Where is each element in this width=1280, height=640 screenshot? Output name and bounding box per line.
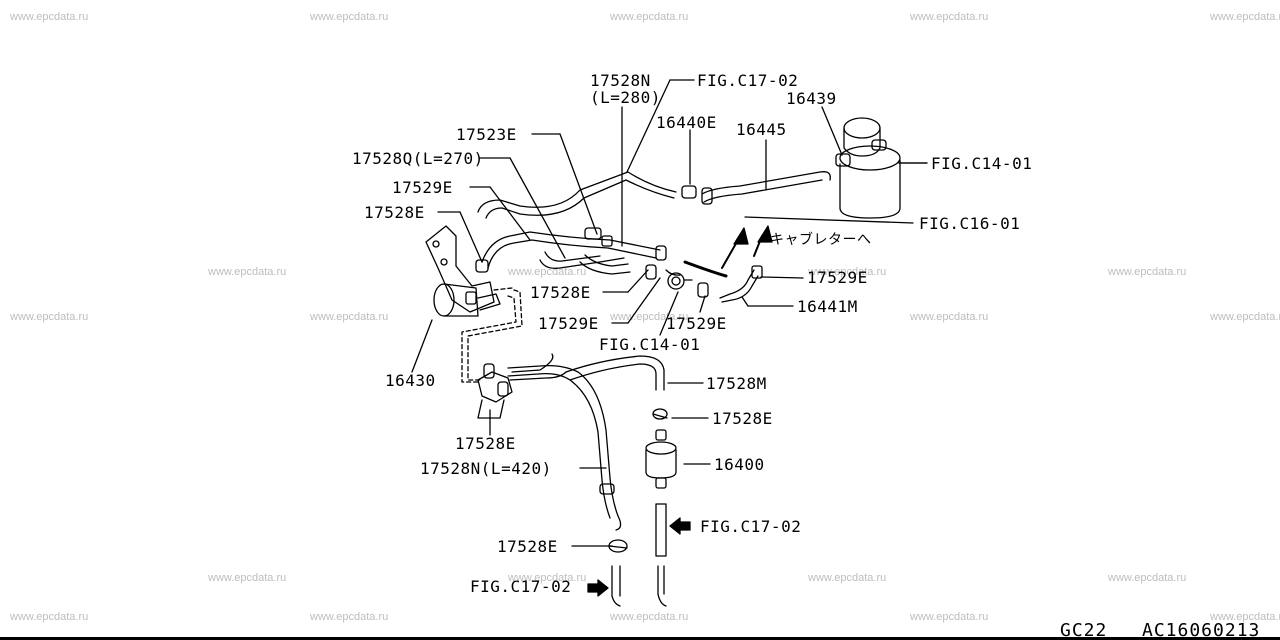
bottom-rule: [0, 637, 1280, 640]
canister: [835, 117, 928, 219]
watermark: www.epcdata.ru: [1210, 611, 1280, 623]
part-label-17528E[interactable]: 17528E: [712, 409, 773, 428]
watermark: www.epcdata.ru: [10, 611, 89, 623]
part-label-17529E[interactable]: 17529E: [666, 314, 727, 333]
watermark: www.epcdata.ru: [1108, 266, 1187, 278]
watermark: www.epcdata.ru: [10, 11, 89, 23]
part-label-17528E[interactable]: 17528E: [455, 434, 516, 453]
clamp-mid: [652, 408, 668, 420]
model-code: GC22: [1060, 620, 1108, 640]
engine-bracket: [425, 225, 513, 317]
dashed-route: [461, 289, 523, 383]
filter-16400: [645, 429, 677, 489]
part-label-16400[interactable]: 16400: [714, 455, 765, 474]
watermark: www.epcdata.ru: [1108, 572, 1187, 584]
watermark: www.epcdata.ru: [808, 266, 887, 278]
watermark: www.epcdata.ru: [508, 266, 587, 278]
part-label-16439[interactable]: 16439: [786, 89, 837, 108]
watermark: www.epcdata.ru: [310, 311, 389, 323]
part-label-17529E[interactable]: 17529E: [538, 314, 599, 333]
part-label-17528E[interactable]: 17528E: [530, 283, 591, 302]
part-label-16440E[interactable]: 16440E: [656, 113, 717, 132]
watermark: www.epcdata.ru: [508, 572, 587, 584]
part-label-17529E[interactable]: 17529E: [392, 178, 453, 197]
fig-ref-c14-01-right[interactable]: FIG.C14-01: [931, 154, 1033, 173]
part-label-17528Q[interactable]: 17528Q(L=270): [352, 149, 484, 168]
watermark: www.epcdata.ru: [208, 266, 287, 278]
lower-left-fitting: [477, 363, 513, 419]
fig-ref-c17-02-mid[interactable]: FIG.C17-02: [700, 517, 802, 536]
watermark: www.epcdata.ru: [310, 611, 389, 623]
hose-17528M: [565, 355, 665, 391]
fig-ref-c17-02-top[interactable]: FIG.C17-02: [697, 71, 799, 90]
watermark: www.epcdata.ru: [910, 311, 989, 323]
part-label-17528N[interactable]: 17528N: [590, 71, 651, 90]
part-label-17528M[interactable]: 17528M: [706, 374, 767, 393]
fig-ref-c14-01-mid[interactable]: FIG.C14-01: [599, 335, 701, 354]
part-label-16445[interactable]: 16445: [736, 120, 787, 139]
diagram-code: AC16060213: [1142, 620, 1261, 640]
part-label-16430[interactable]: 16430: [385, 371, 436, 390]
watermark: www.epcdata.ru: [310, 11, 389, 23]
lower-hose-420: [507, 353, 622, 531]
carburetor-note: キャブレターへ: [770, 232, 872, 248]
clamp-bottom: [608, 539, 628, 553]
part-label-17529E[interactable]: 17529E: [807, 268, 868, 287]
watermark: www.epcdata.ru: [910, 611, 989, 623]
hose-16445: [681, 171, 831, 205]
hose-16441M: [719, 265, 763, 303]
part-label-17528E[interactable]: 17528E: [497, 537, 558, 556]
watermark: www.epcdata.ru: [610, 611, 689, 623]
watermark: www.epcdata.ru: [1210, 11, 1280, 23]
part-length-17528N: (L=280): [590, 88, 661, 107]
watermark: www.epcdata.ru: [910, 11, 989, 23]
watermark: www.epcdata.ru: [1210, 311, 1280, 323]
watermark: www.epcdata.ru: [808, 572, 887, 584]
carburetor-hose: [683, 225, 773, 278]
watermark: www.epcdata.ru: [10, 311, 89, 323]
middle-fittings: [645, 245, 709, 298]
fig-ref-c17-02-bottom[interactable]: FIG.C17-02: [470, 577, 572, 596]
part-label-16441M[interactable]: 16441M: [797, 297, 858, 316]
watermark: www.epcdata.ru: [208, 572, 287, 584]
part-label-17528N-420[interactable]: 17528N(L=420): [420, 459, 552, 478]
upper-hoses: [477, 171, 677, 275]
part-label-17528E[interactable]: 17528E: [364, 203, 425, 222]
watermark: www.epcdata.ru: [610, 11, 689, 23]
lower-pipes: [587, 503, 691, 607]
part-label-17523E[interactable]: 17523E: [456, 125, 517, 144]
fig-ref-c16-01[interactable]: FIG.C16-01: [919, 214, 1021, 233]
